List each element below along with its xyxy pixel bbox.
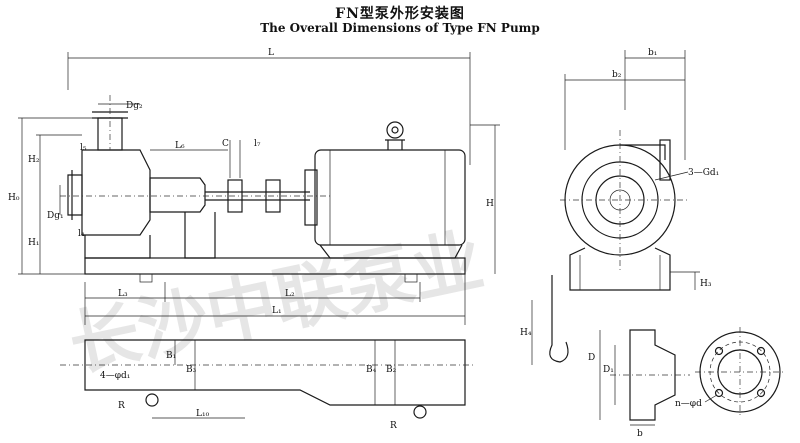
dim-H: H (486, 199, 494, 209)
front-view: L Dg₂ C l₇ L₆ (8, 48, 500, 325)
dim-H2: H₂ (28, 155, 40, 165)
foundation-outline (84, 339, 466, 406)
motor-body (314, 149, 466, 246)
label-l7: l₇ (254, 139, 261, 149)
label-c: C (222, 139, 229, 149)
dim-B4: B₄ (366, 365, 377, 375)
dim-L1: L₁ (272, 306, 282, 316)
coupling-half-2 (265, 179, 281, 213)
label-l6: L₆ (175, 141, 185, 151)
bearing-housing (149, 177, 206, 213)
label-4-d1: 4—φd₁ (100, 371, 130, 381)
coupling-half-1 (227, 179, 243, 213)
watermark-text: 长沙中联泵业 (62, 219, 490, 387)
label-l5: l₅ (80, 143, 87, 153)
dim-b2: b₂ (612, 70, 622, 80)
dim-B3: B₃ (186, 365, 197, 375)
dim-B2: B₂ (386, 365, 397, 375)
page-subtitle: The Overall Dimensions of Type FN Pump (260, 21, 540, 35)
foundation-plan: B₁ B₃ B₄ B₂ 4—φd₁ R R L₁₀ (60, 339, 475, 431)
dim-H0: H₀ (8, 193, 20, 203)
dim-L2: L₂ (285, 289, 295, 299)
side-view: b₁ b₂ 3—Gd₁ H₃ H₄ (520, 48, 719, 365)
page-title: FN型泵外形安装图 (335, 6, 465, 22)
dim-H3: H₃ (700, 279, 712, 289)
dim-b1: b₁ (648, 48, 657, 58)
label-3-gd1: 3—Gd₁ (688, 168, 719, 178)
base-plate (84, 257, 466, 275)
dim-L: L (268, 48, 274, 58)
pump-casing (81, 149, 151, 236)
dim-H1: H₁ (28, 238, 39, 248)
label-n-d: n—φd (675, 399, 702, 409)
label-r2: R (390, 421, 397, 431)
dim-b: b (637, 429, 643, 439)
lifting-eye (386, 121, 404, 139)
dim-L3: L₃ (118, 289, 128, 299)
flange-face: n—φd (675, 327, 785, 417)
dim-D1: D₁ (603, 365, 614, 375)
dim-L10: L₁₀ (196, 409, 210, 419)
label-dg2: Dg₂ (126, 101, 143, 111)
label-l4: l₄ (78, 229, 85, 239)
dim-H4: H₄ (520, 328, 532, 338)
dim-D: D (588, 353, 595, 363)
label-r: R (118, 401, 125, 411)
flange-section: D D₁ b (588, 329, 690, 439)
label-dg1: Dg₁ (47, 211, 64, 221)
dim-B1: B₁ (166, 351, 176, 361)
